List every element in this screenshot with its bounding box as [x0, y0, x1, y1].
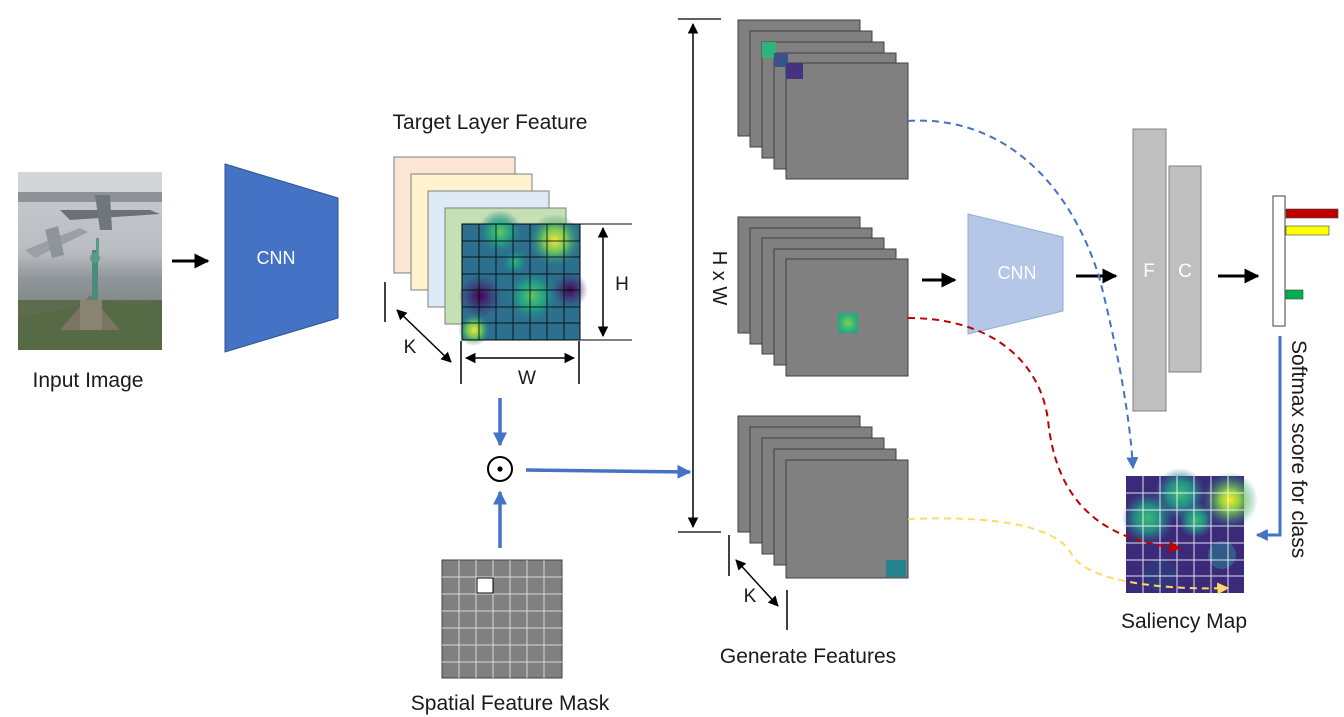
dashed-link-stack1-to-saliency [907, 119, 1139, 470]
dimension-w [460, 341, 580, 384]
saliency-map [1122, 468, 1258, 593]
dimension-k [384, 282, 452, 363]
hxw-bracket [678, 18, 721, 533]
saliency-map-label: Saliency Map [1121, 610, 1247, 633]
hxw-label: H x W [708, 251, 730, 306]
arrow-softmax-to-saliency [1255, 336, 1282, 541]
dimension-w-label: W [518, 368, 536, 389]
generated-feature-stack-2 [737, 216, 909, 377]
generated-feature-stack-1 [737, 19, 909, 180]
dimension-k2 [728, 535, 788, 630]
dimension-k2-label: K [744, 586, 757, 607]
generate-features-label: Generate Features [720, 645, 896, 668]
dimension-h [580, 223, 632, 341]
dashed-link-stack3-to-saliency [907, 517, 1230, 595]
generated-feature-stack-3 [737, 415, 909, 579]
fc-layer-f [1132, 128, 1167, 412]
fc-layer-c-label: C [1178, 261, 1192, 282]
hadamard-product-icon [487, 456, 513, 482]
softmax-score-bar [1285, 208, 1339, 219]
softmax-score-bars [1285, 208, 1339, 300]
cnn-encoder-1-label: CNN [257, 248, 296, 268]
dimension-h-label: H [615, 274, 629, 295]
target-layer-feature-label: Target Layer Feature [393, 111, 588, 134]
fc-layer-f-label: F [1143, 261, 1155, 282]
cnn-encoder-2-label: CNN [998, 263, 1037, 283]
dimension-k-label: K [404, 337, 417, 358]
cnn-encoder-1 [224, 163, 339, 353]
fc-layer-c [1168, 165, 1202, 373]
input-image [18, 172, 162, 350]
softmax-output-vector [1272, 195, 1286, 327]
arrow-product-to-generate [525, 464, 692, 479]
spatial-feature-mask [441, 559, 563, 679]
cnn-encoder-2 [967, 213, 1064, 335]
softmax-score-bar [1285, 289, 1304, 300]
softmax-score-label: Softmax score for class [1287, 340, 1310, 558]
target-feature-heatmap [458, 210, 588, 346]
spatial-feature-mask-label: Spatial Feature Mask [411, 692, 610, 715]
softmax-score-bar [1285, 225, 1330, 236]
input-image-label: Input Image [33, 369, 144, 392]
